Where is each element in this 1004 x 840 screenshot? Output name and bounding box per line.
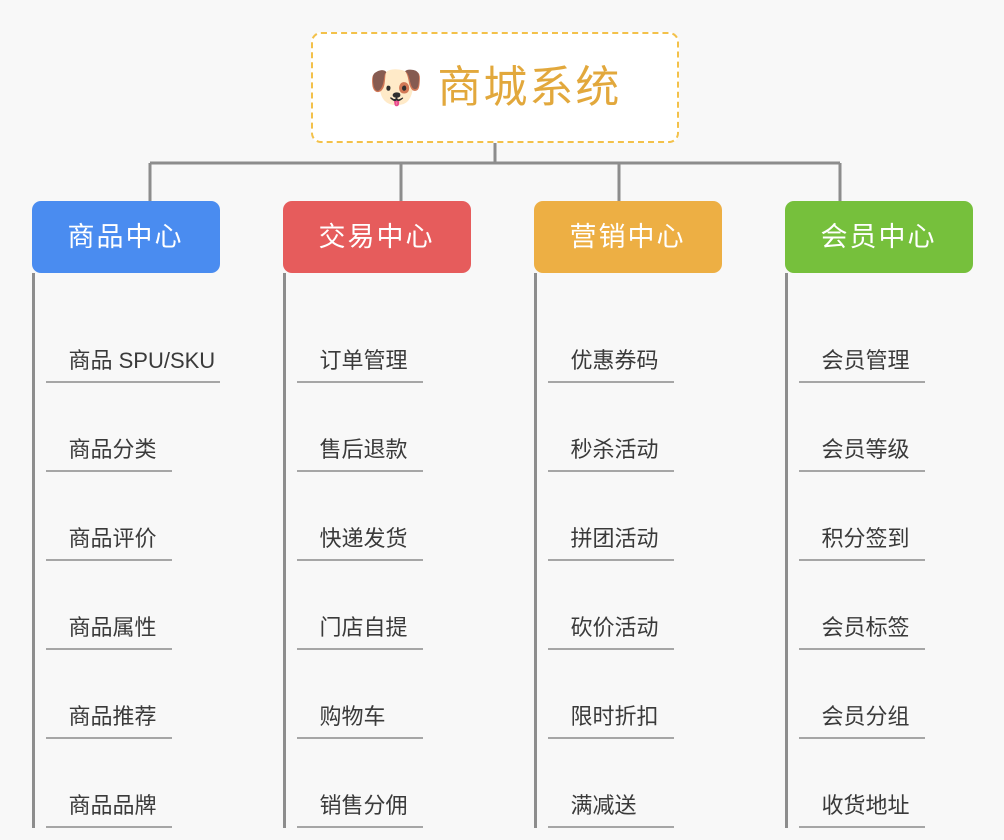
- leaf-label: 优惠券码: [547, 350, 674, 383]
- list-item[interactable]: 会员等级: [798, 383, 973, 472]
- list-item[interactable]: 会员分组: [798, 650, 973, 739]
- leaf-label: 售后退款: [296, 439, 423, 472]
- list-item[interactable]: 收货地址: [798, 739, 973, 828]
- list-item[interactable]: 限时折扣: [547, 650, 722, 739]
- list-item[interactable]: 砍价活动: [547, 561, 722, 650]
- list-item[interactable]: 会员标签: [798, 561, 973, 650]
- leaf-list-trade: 订单管理 售后退款 快递发货 门店自提 购物车 销售分佣: [282, 273, 471, 828]
- category-box-product[interactable]: 商品中心: [31, 201, 220, 273]
- leaf-label: 收货地址: [798, 795, 925, 828]
- leaf-label: 限时折扣: [547, 706, 674, 739]
- list-item[interactable]: 商品评价: [45, 472, 220, 561]
- branch-column-product: 商品中心 商品 SPU/SKU 商品分类 商品评价 商品属性 商品推荐: [0, 201, 251, 828]
- list-item[interactable]: 满减送: [547, 739, 722, 828]
- leaf-label: 购物车: [296, 706, 423, 739]
- leaf-label: 秒杀活动: [547, 439, 674, 472]
- category-box-member[interactable]: 会员中心: [784, 201, 973, 273]
- dog-face-icon: 🐶: [368, 62, 424, 112]
- category-box-trade[interactable]: 交易中心: [282, 201, 471, 273]
- root-node[interactable]: 🐶 商城系统: [311, 32, 679, 143]
- list-item[interactable]: 购物车: [296, 650, 471, 739]
- leaf-label: 商品评价: [45, 528, 172, 561]
- branch-column-trade: 交易中心 订单管理 售后退款 快递发货 门店自提 购物车: [251, 201, 502, 828]
- list-item[interactable]: 快递发货: [296, 472, 471, 561]
- category-label-member: 会员中心: [820, 221, 937, 252]
- leaf-label: 会员等级: [798, 439, 925, 472]
- list-item[interactable]: 优惠券码: [547, 294, 722, 383]
- list-item[interactable]: 商品品牌: [45, 739, 220, 828]
- list-item[interactable]: 会员管理: [798, 294, 973, 383]
- leaf-label: 会员管理: [798, 350, 925, 383]
- category-label-trade: 交易中心: [318, 221, 435, 252]
- leaf-label: 会员标签: [798, 617, 925, 650]
- root-title: 商城系统: [437, 62, 622, 112]
- list-item[interactable]: 积分签到: [798, 472, 973, 561]
- list-item[interactable]: 拼团活动: [547, 472, 722, 561]
- list-item[interactable]: 订单管理: [296, 294, 471, 383]
- category-box-marketing[interactable]: 营销中心: [533, 201, 722, 273]
- leaf-label: 砍价活动: [547, 617, 674, 650]
- category-label-marketing: 营销中心: [569, 221, 686, 252]
- list-item[interactable]: 商品分类: [45, 383, 220, 472]
- leaf-label: 快递发货: [296, 528, 423, 561]
- leaf-label: 商品推荐: [45, 706, 172, 739]
- leaf-label: 积分签到: [798, 528, 925, 561]
- leaf-label: 商品分类: [45, 439, 172, 472]
- leaf-label: 满减送: [547, 795, 674, 828]
- leaf-label: 商品 SPU/SKU: [45, 350, 220, 383]
- list-item[interactable]: 秒杀活动: [547, 383, 722, 472]
- leaf-label: 销售分佣: [296, 795, 423, 828]
- leaf-label: 订单管理: [296, 350, 423, 383]
- list-item[interactable]: 门店自提: [296, 561, 471, 650]
- branch-column-marketing: 营销中心 优惠券码 秒杀活动 拼团活动 砍价活动 限时折扣: [502, 201, 753, 828]
- leaf-list-member: 会员管理 会员等级 积分签到 会员标签 会员分组 收货地址: [784, 273, 973, 828]
- leaf-label: 拼团活动: [547, 528, 674, 561]
- leaf-list-marketing: 优惠券码 秒杀活动 拼团活动 砍价活动 限时折扣 满减送: [533, 273, 722, 828]
- leaf-label: 门店自提: [296, 617, 423, 650]
- list-item[interactable]: 商品属性: [45, 561, 220, 650]
- leaf-label: 商品品牌: [45, 795, 172, 828]
- list-item[interactable]: 销售分佣: [296, 739, 471, 828]
- branch-columns: 商品中心 商品 SPU/SKU 商品分类 商品评价 商品属性 商品推荐: [0, 201, 1004, 828]
- leaf-list-product: 商品 SPU/SKU 商品分类 商品评价 商品属性 商品推荐 商品品牌: [31, 273, 220, 828]
- category-label-product: 商品中心: [67, 221, 184, 252]
- leaf-label: 商品属性: [45, 617, 172, 650]
- leaf-label: 会员分组: [798, 706, 925, 739]
- branch-column-member: 会员中心 会员管理 会员等级 积分签到 会员标签 会员分组: [753, 201, 1004, 828]
- list-item[interactable]: 商品推荐: [45, 650, 220, 739]
- list-item[interactable]: 商品 SPU/SKU: [45, 294, 220, 383]
- list-item[interactable]: 售后退款: [296, 383, 471, 472]
